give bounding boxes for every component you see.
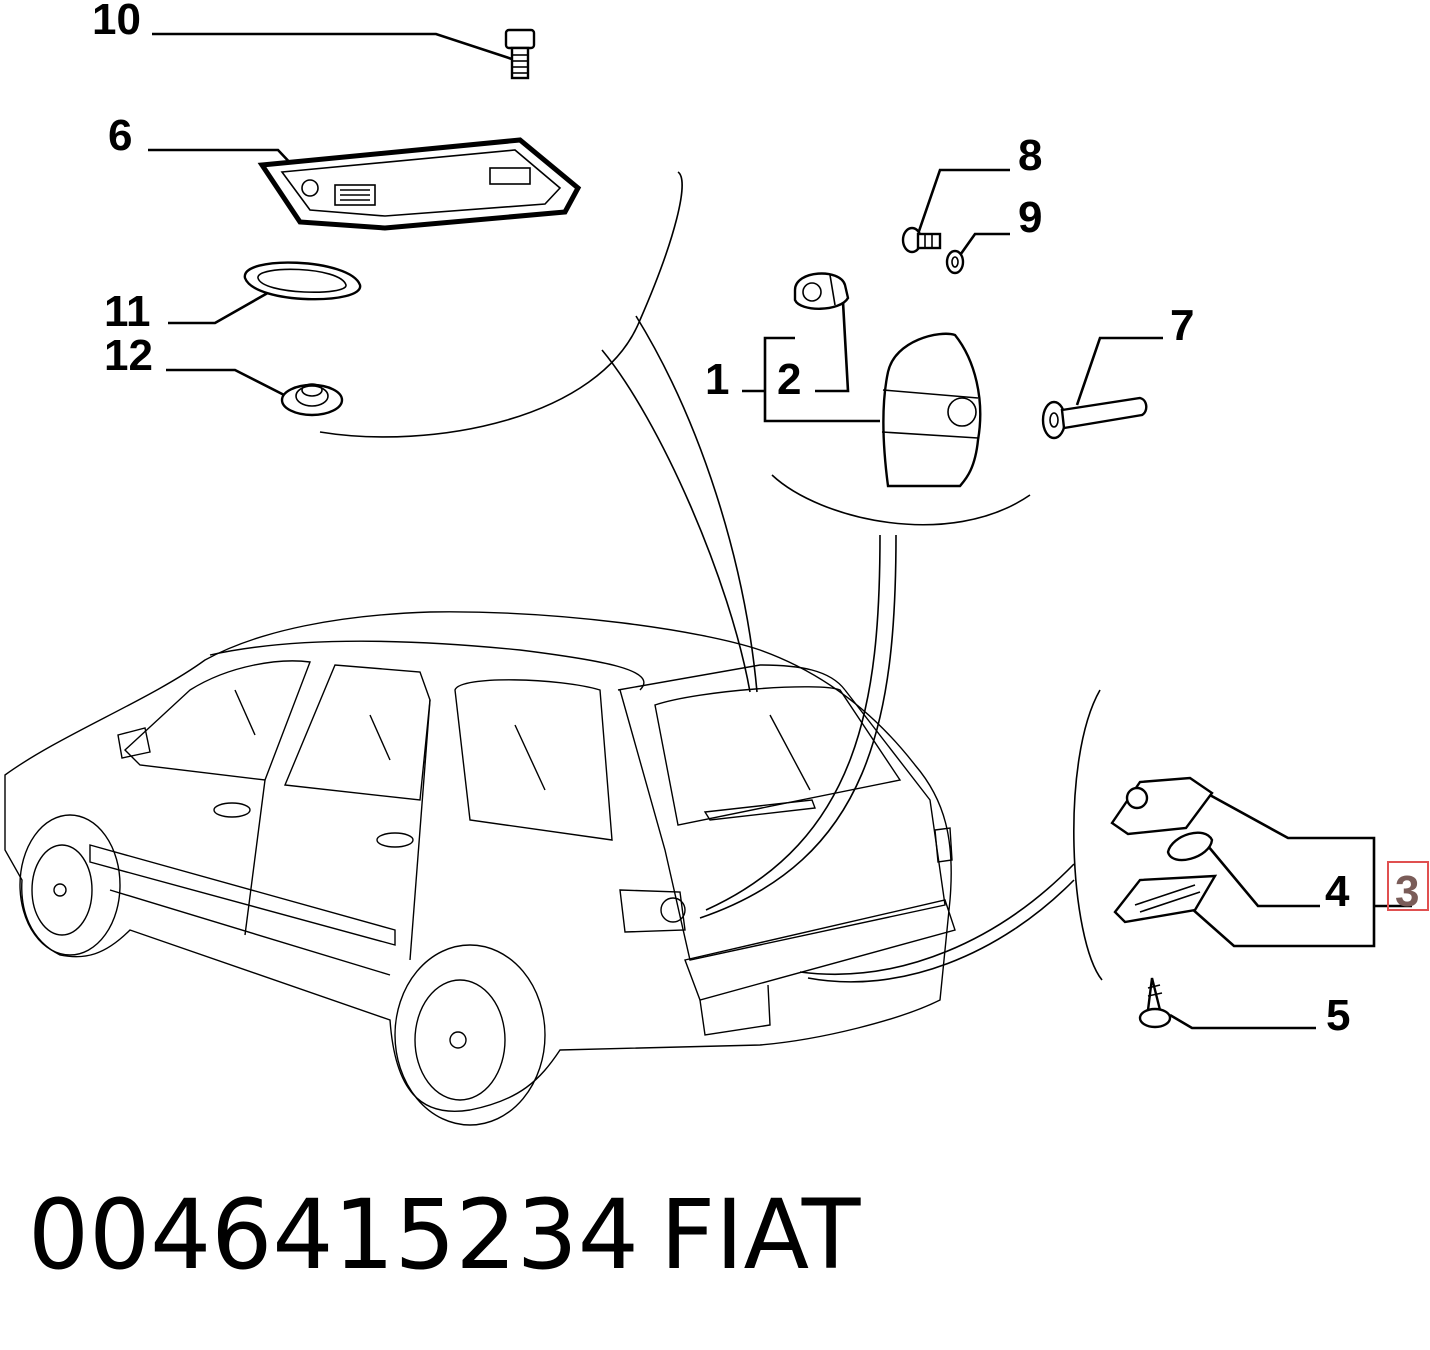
brake-light-part-6 (257, 137, 582, 231)
callout-3-highlight-box (1387, 861, 1429, 911)
leader-lines (148, 32, 1412, 1030)
callout-8: 8 (1018, 131, 1042, 180)
grommet-part-12 (280, 383, 344, 417)
callout-7: 7 (1170, 301, 1194, 350)
screw-part-8 (901, 226, 942, 254)
pin-part-7 (1041, 396, 1148, 440)
callout-10: 10 (92, 0, 141, 44)
part-number: 0046415234 (28, 1179, 639, 1291)
callout-6: 6 (108, 111, 132, 160)
bulb-part-2 (793, 272, 850, 310)
callout-labels: 10 6 11 12 8 9 7 1 2 4 3 5 (92, 0, 1429, 1040)
gasket-part-11 (243, 261, 362, 301)
callout-12: 12 (104, 331, 153, 380)
callout-3: 3 (1395, 867, 1419, 916)
bolt-part-10 (504, 28, 536, 80)
car-illustration (4, 611, 956, 1126)
detail-bubble-lines (319, 171, 1103, 983)
callout-4: 4 (1325, 867, 1350, 916)
tail-lamp-part-1 (881, 332, 982, 488)
brand-name: FIAT (660, 1179, 861, 1291)
callout-9: 9 (1018, 193, 1042, 242)
callout-5: 5 (1326, 991, 1350, 1040)
callout-11: 11 (104, 287, 151, 336)
washer-part-9 (945, 249, 965, 275)
plate-lamp-part-4 (1110, 776, 1218, 924)
screw-part-5 (1138, 977, 1172, 1029)
callout-1: 1 (705, 355, 729, 404)
callout-2: 2 (777, 355, 801, 404)
